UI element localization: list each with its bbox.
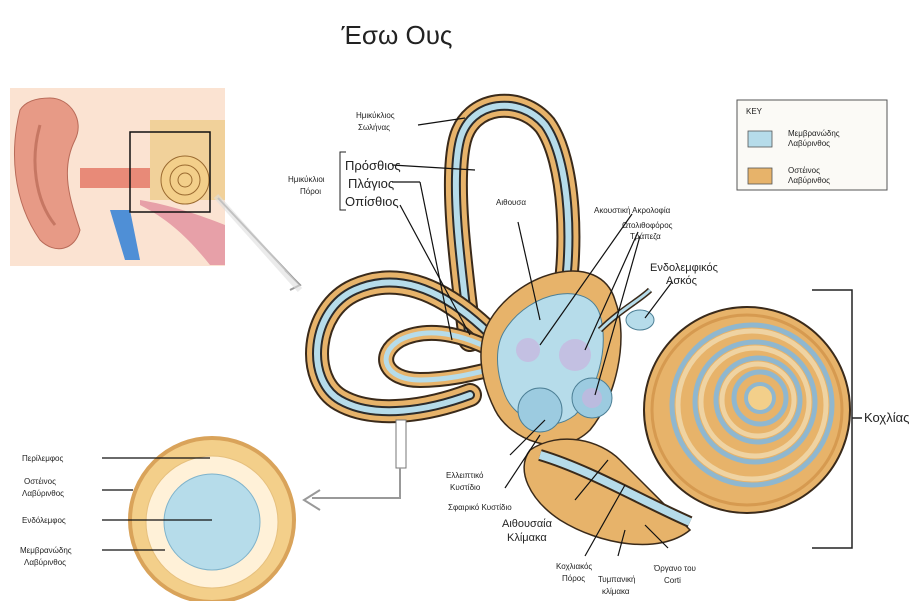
legend-label-membranous-1: Μεμβρανώδης	[788, 129, 840, 138]
label-cochlea: Κοχλίας	[864, 410, 909, 425]
label-ampulla: Αιθουσα	[496, 198, 526, 207]
label-endolymphatic-sac-2: Ασκός	[666, 275, 697, 287]
label-semicircular-duct-2: Σωλήνας	[358, 123, 390, 132]
label-endolymph: Ενδόλεμφος	[22, 516, 66, 525]
legend-swatch-bony	[748, 168, 772, 184]
label-perilymph: Περίλεμφος	[22, 454, 63, 463]
label-lateral: Πλάγιος	[348, 176, 394, 191]
label-acoustic-crest: Ακουστική Ακρολοφία	[594, 206, 671, 215]
label-organ-of-corti-2: Corti	[664, 576, 681, 585]
cross-section: Περίλεμφος Οστέινος Λαβύρινθος Ενδόλεμφο…	[20, 420, 406, 601]
label-saccule: Σφαιρικό Κυστίδιο	[448, 503, 512, 512]
legend-heading: KEY	[746, 107, 763, 116]
label-semicircular-canals-2: Πόροι	[300, 187, 321, 196]
label-otolith-2: Τράπεζα	[630, 232, 661, 241]
label-scala-tympani-1: Τυμπανική	[598, 575, 635, 584]
label-posterior: Οπίσθιος	[345, 194, 399, 209]
label-otolith-1: Ωτολιθοφόρος	[622, 221, 673, 230]
label-bony-labyrinth-2: Λαβύρινθος	[22, 489, 64, 498]
diagram-title: Έσω Ους	[341, 20, 453, 50]
label-anterior: Πρόσθιος	[345, 158, 401, 173]
legend-swatch-membranous	[748, 131, 772, 147]
legend-box: KEY Μεμβρανώδης Λαβύρινθος Οστέινος Λαβύ…	[737, 100, 887, 190]
legend-label-bony-2: Λαβύρινθος	[788, 176, 830, 185]
label-semicircular-canals-1: Ημικύκλιοι	[288, 175, 325, 184]
legend-label-bony-1: Οστέινος	[788, 166, 820, 175]
label-semicircular-duct-1: Ημικύκλιος	[356, 111, 395, 120]
vestibule	[481, 271, 654, 445]
membranous-labyrinth-circle	[164, 474, 260, 570]
label-membranous-labyrinth-1: Μεμβρανώδης	[20, 546, 72, 555]
outer-ear-inset	[10, 88, 225, 266]
label-membranous-labyrinth-2: Λαβύρινθος	[24, 558, 66, 567]
cross-section-arrow	[304, 468, 400, 510]
label-utricle-1: Ελλειπτικό	[446, 471, 484, 480]
label-cochlear-duct-1: Κοχλιακός	[556, 562, 592, 571]
label-utricle-2: Κυστίδιο	[450, 483, 481, 492]
label-scala-vestibuli-1: Αιθουσαία	[502, 518, 553, 530]
legend-label-membranous-2: Λαβύρινθος	[788, 139, 830, 148]
label-cochlear-duct-2: Πόρος	[562, 574, 585, 583]
label-organ-of-corti-1: Όργανο του	[653, 564, 696, 573]
label-scala-vestibuli-2: Κλίμακα	[507, 532, 547, 544]
label-endolymphatic-sac-1: Ενδολεμφικός	[650, 262, 718, 274]
label-bony-labyrinth-1: Οστέινος	[24, 477, 56, 486]
label-scala-tympani-2: κλίμακα	[602, 587, 630, 596]
